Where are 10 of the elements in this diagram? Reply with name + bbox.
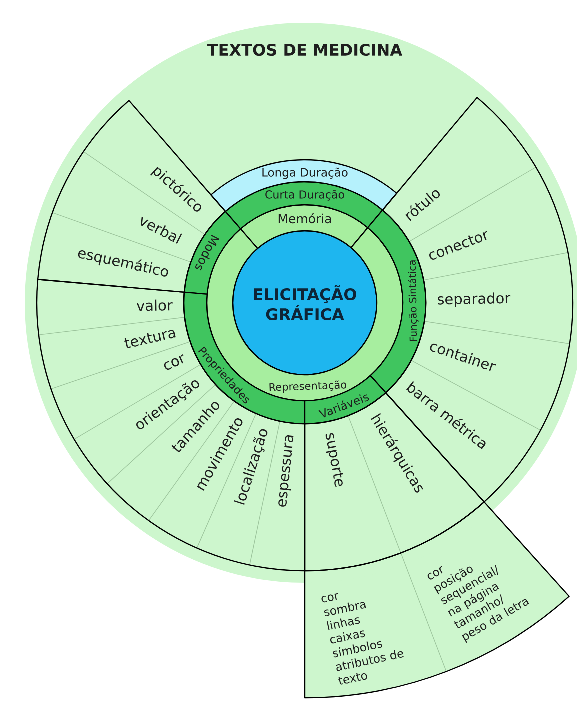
sector-cell: suporte bbox=[326, 433, 344, 487]
sector-cell: cor bbox=[164, 354, 184, 370]
sector-cell: separador bbox=[438, 292, 511, 308]
node-label: sombra bbox=[324, 602, 366, 617]
node-label: linhas bbox=[326, 618, 360, 630]
sector-cell: textura bbox=[124, 330, 176, 348]
node-label: caixas bbox=[330, 630, 366, 644]
node-label: cor bbox=[322, 593, 338, 603]
sector-cell: espessura bbox=[278, 436, 294, 507]
sector-cell: valor bbox=[136, 300, 173, 312]
